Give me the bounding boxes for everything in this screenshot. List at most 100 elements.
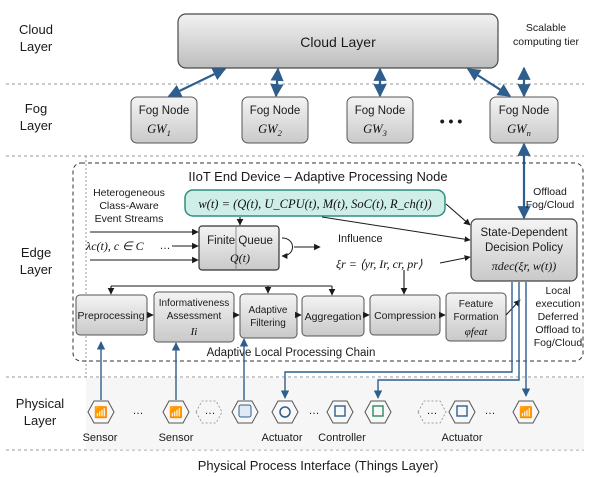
actuator-node-2 (448, 400, 476, 424)
chain-feature-var: φfeat (465, 326, 489, 338)
exec-note-2: execution (536, 298, 581, 310)
policy-line-2: Decision Policy (485, 242, 563, 254)
cloud-note-2: computing tier (513, 36, 579, 48)
policy-formula: πdec(ξr, w(t)) (492, 259, 556, 273)
fog-node-3-title: Fog Node (355, 105, 406, 117)
exec-note-1: Local (545, 285, 570, 297)
decision-policy-box (470, 218, 578, 282)
xi-to-policy-arrow (439, 255, 471, 264)
device-ellipsis-4: … (427, 405, 438, 417)
cloud-layer-label-1: Cloud (19, 22, 53, 37)
edge-device-title: IIoT End Device – Adaptive Processing No… (188, 169, 447, 184)
chain-preprocessing-label: Preprocessing (77, 310, 144, 322)
physical-interface-label: Physical Process Interface (Things Layer… (198, 458, 439, 473)
chain-aggregation-label: Aggregation (305, 311, 362, 323)
controller-node-2 (364, 400, 392, 424)
chain-filtering-label-2: Filtering (250, 318, 286, 329)
placeholder-device-1 (195, 400, 223, 424)
sensor-node-1 (87, 400, 115, 424)
finite-queue-box (198, 225, 280, 271)
gateway-node (231, 400, 259, 424)
state-to-policy-arrow (445, 203, 471, 226)
placeholder-device-2 (417, 400, 447, 424)
chain-arrows (107, 270, 521, 319)
streams-label-1: Heterogeneous (93, 187, 165, 199)
state-vector-formula: w(t) = (Q(t), U_CPU(t), M(t), SoC(t), R_… (198, 197, 431, 211)
fog-node-3-name: GW3 (363, 122, 387, 138)
fog-layer-label-1: Fog (25, 101, 47, 116)
wifi-icon: 📶 (519, 406, 533, 419)
policy-line-1: State-Dependent (481, 227, 569, 239)
wireless-node (512, 400, 540, 424)
edge-layer-label-2: Layer (20, 262, 53, 277)
chain-compression-label: Compression (374, 310, 436, 322)
streams-label-3: Event Streams (95, 213, 164, 225)
influence-label: Influence (338, 233, 383, 245)
chain-compression: Compression (369, 294, 441, 336)
chain-informativeness-label: Informativeness (159, 298, 230, 309)
offload-note-1: Offload (533, 186, 567, 198)
chain-assessment-var: Ii (190, 326, 198, 338)
influence-arrow (321, 216, 471, 243)
queue-var: Q(t) (230, 251, 250, 265)
exec-note-5: Fog/Cloud (534, 337, 583, 349)
cloud-layer-label-2: Layer (20, 39, 53, 54)
queue-title: Finite Queue (207, 235, 273, 247)
exec-note-4: Offload to (535, 324, 580, 336)
actuator-gear-icon (279, 406, 291, 418)
chip-icon-3 (456, 405, 468, 417)
arrival-rate-label: λc(t), c ∈ C (85, 239, 145, 253)
chain-feature-label-1: Feature (459, 299, 494, 310)
fog-layer-label-2: Layer (20, 118, 53, 133)
fog-ellipsis: • • • (440, 113, 463, 129)
state-vector-box (184, 189, 446, 217)
queue-loop-arrow (281, 237, 293, 259)
wifi-sensor-icon: 📶 (94, 406, 108, 419)
physical-layer-label-1: Physical (16, 396, 65, 411)
cloud-box-label: Cloud Layer (300, 34, 376, 50)
actuator-node-1 (271, 400, 299, 424)
sensor-node-2 (162, 400, 190, 424)
device-ellipsis-2: … (205, 405, 216, 417)
fog-node-3: Fog Node GW3 (346, 96, 414, 144)
fog-node-2-name: GW2 (258, 122, 282, 138)
chain-label: Adaptive Local Processing Chain (207, 347, 376, 359)
controller-label: Controller (318, 432, 366, 444)
edge-physical-links (96, 282, 531, 400)
chip-icon-2 (372, 405, 384, 417)
chain-feature-formation: Feature Formation φfeat (445, 292, 507, 342)
actuator-label-2: Actuator (442, 432, 483, 444)
offload-note-2: Fog/Cloud (526, 199, 575, 211)
sensor-label-2: Sensor (159, 432, 194, 444)
xi-formula: ξr = ⟨yr, Ir, cr, pr⟩ (336, 257, 423, 271)
streams-label-2: Class-Aware (99, 200, 158, 212)
cloud-fog-links (167, 66, 531, 220)
cloud-note-1: Scalable (526, 22, 566, 34)
device-ellipsis-5: … (485, 405, 496, 417)
controller-node (326, 400, 354, 424)
edge-device-container (72, 162, 584, 362)
fog-node-n-title: Fog Node (499, 105, 550, 117)
exec-note-3: Deferred (538, 311, 579, 323)
device-ellipsis-3: … (309, 405, 320, 417)
fog-node-1-name: GW1 (147, 122, 171, 138)
chain-aggregation: Aggregation (301, 295, 365, 337)
cloud-box (177, 13, 499, 69)
fog-node-2-title: Fog Node (250, 105, 301, 117)
chain-filtering-label-1: Adaptive (249, 305, 288, 316)
fog-node-1: Fog Node GW1 (130, 96, 198, 144)
actuator-label-1: Actuator (262, 432, 303, 444)
chain-adaptive-filtering: Adaptive Filtering (239, 293, 298, 339)
fog-node-1-title: Fog Node (139, 105, 190, 117)
gateway-icon (238, 404, 252, 418)
device-ellipsis-1: … (133, 405, 144, 417)
chain-feature-label-2: Formation (453, 312, 498, 323)
physical-layer-label-2: Layer (24, 413, 57, 428)
fog-node-n-name: GWn (507, 122, 531, 138)
stream-arrows (90, 228, 199, 264)
fog-node-n: Fog Node GWn (489, 96, 559, 144)
fog-node-2: Fog Node GW2 (241, 96, 309, 144)
chain-assessment-label: Assessment (167, 311, 222, 322)
sensor-label-1: Sensor (83, 432, 118, 444)
